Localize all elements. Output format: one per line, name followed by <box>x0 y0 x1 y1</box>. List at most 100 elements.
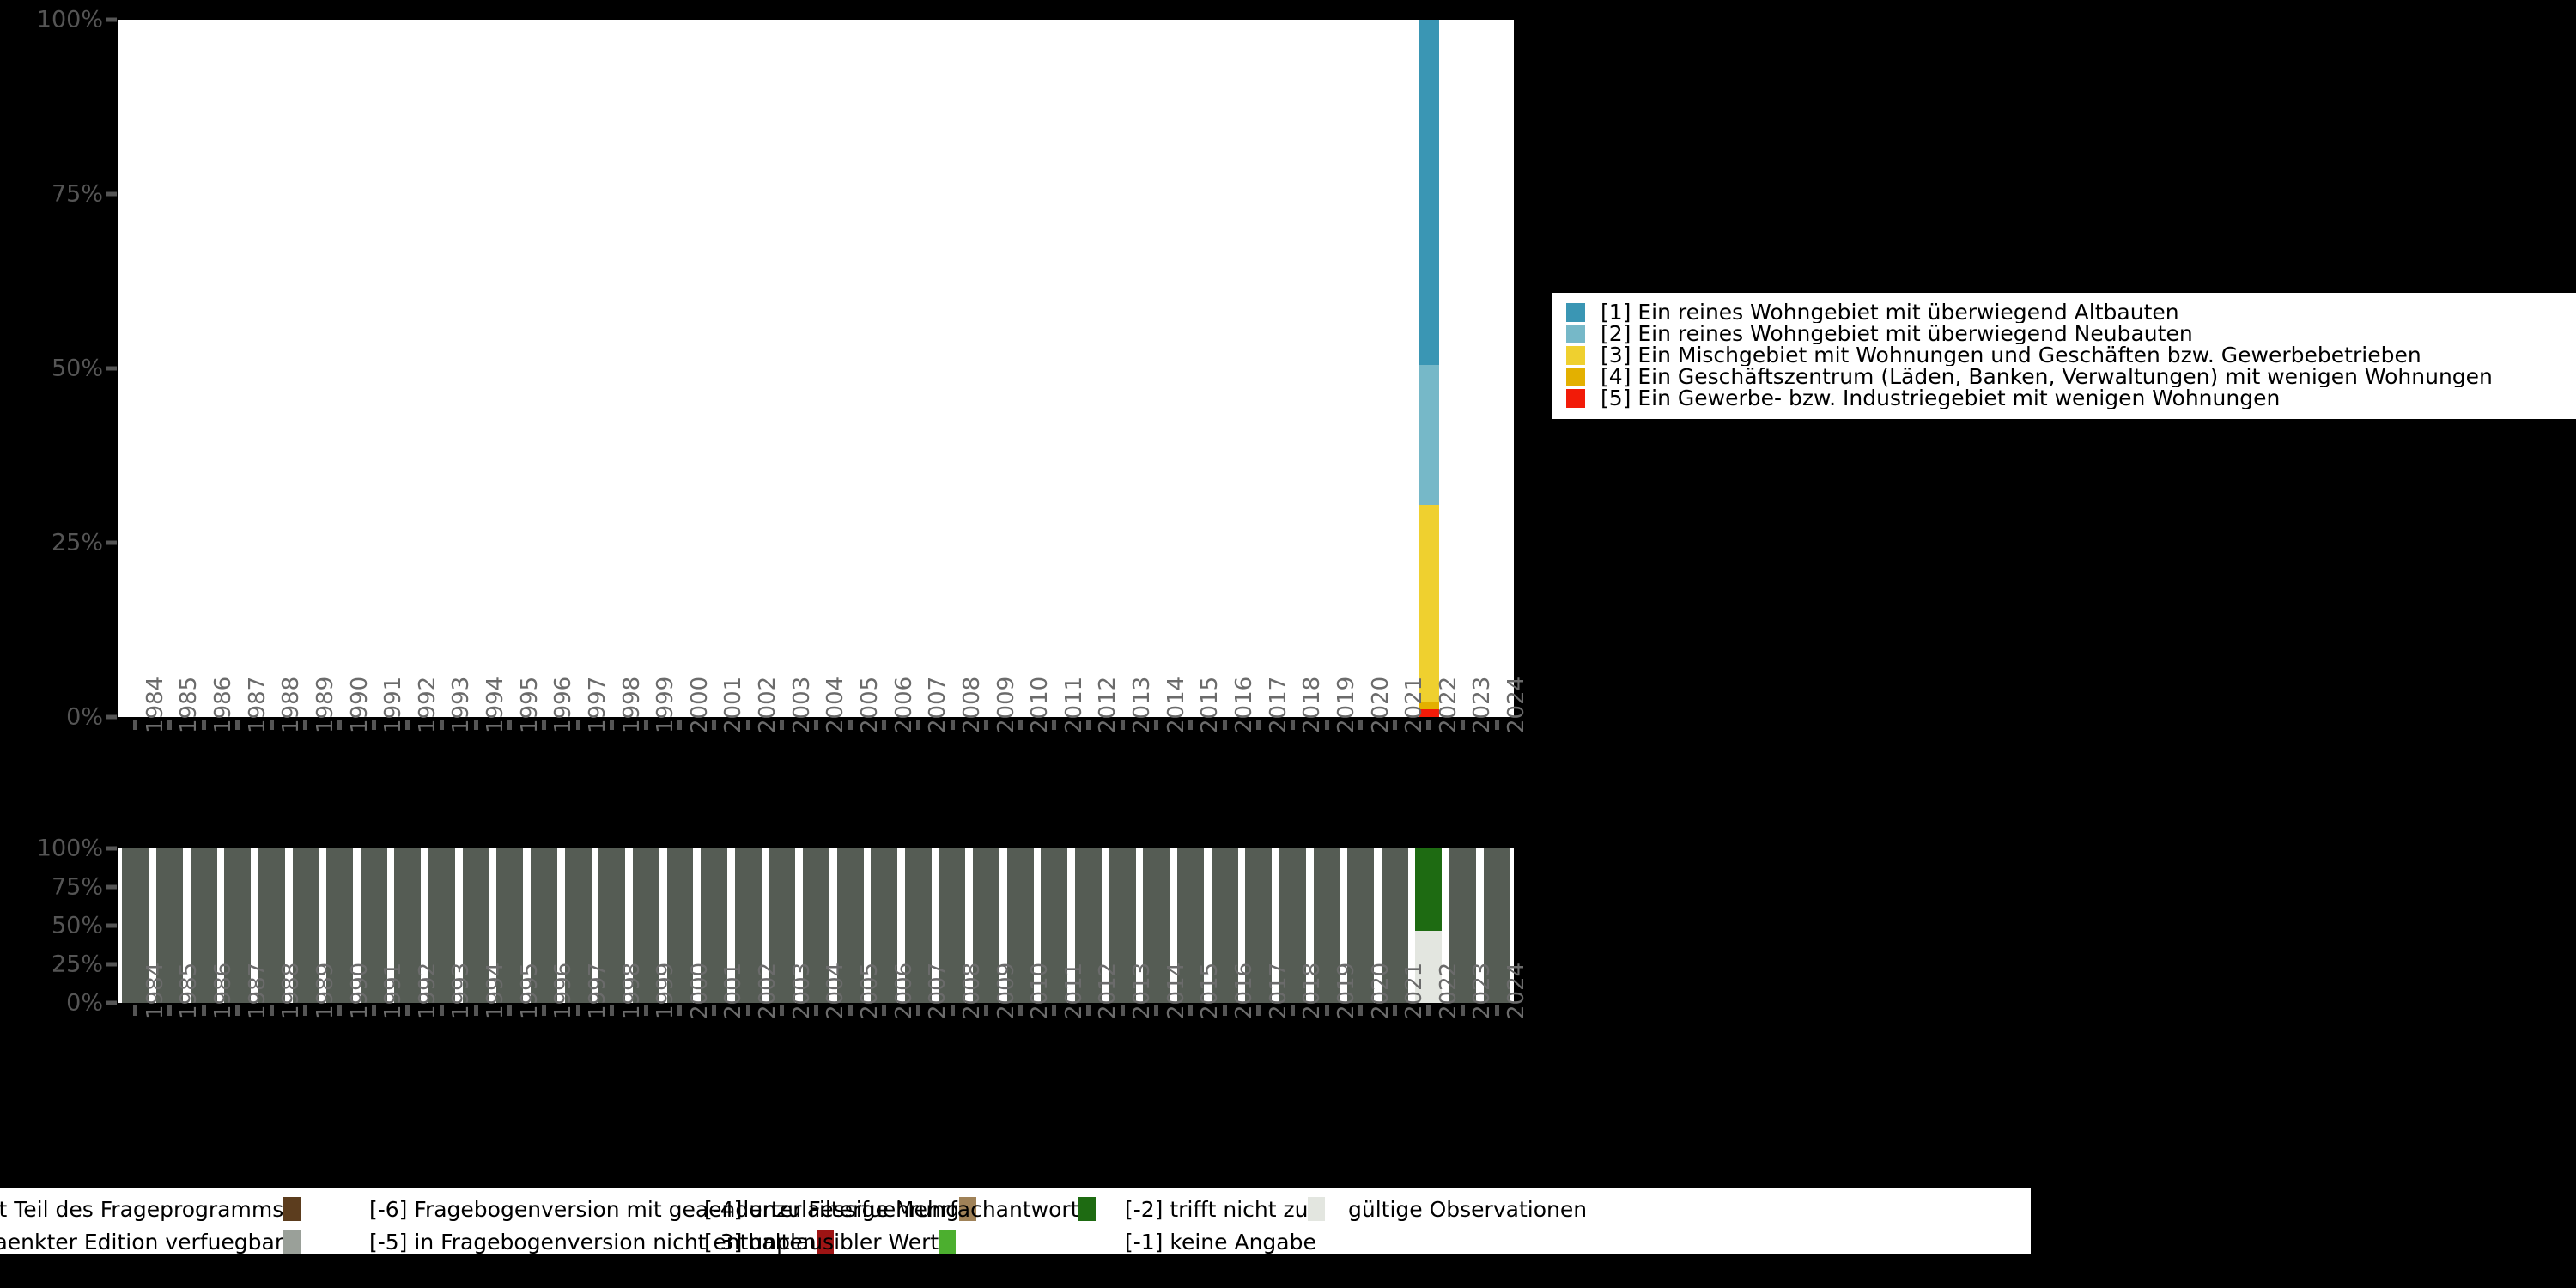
x-axis-tick-mark <box>371 1005 376 1016</box>
missing-legend-item-label: [-7] nur in weniger eingeschraenkter Edi… <box>0 1229 284 1255</box>
missing-codes-legend-row-1: [-8] Frage in diesem Jahr nicht Teil des… <box>0 1193 2031 1225</box>
x-axis-tick-label: 2002 <box>755 962 781 1019</box>
x-axis-tick-label: 2021 <box>1401 962 1428 1019</box>
y-axis-tick-label: 75% <box>51 180 103 208</box>
x-axis-tick-mark <box>950 1005 955 1016</box>
x-axis-tick-label: 1993 <box>448 676 475 733</box>
x-axis-tick-label: 2013 <box>1129 962 1156 1019</box>
x-axis-tick-mark <box>303 1005 308 1016</box>
x-axis-tick-label: 1989 <box>312 962 338 1019</box>
chart-bar <box>1279 848 1306 1003</box>
missing-legend-item-label: [-2] trifft nicht zu <box>1125 1196 1309 1222</box>
x-axis-tick-mark <box>610 720 615 730</box>
x-axis-tick-mark <box>712 720 717 730</box>
x-axis-tick-label: 2000 <box>686 676 713 733</box>
x-axis-tick-label: 1991 <box>380 676 407 733</box>
x-axis-tick-mark <box>984 720 989 730</box>
chart-bar-segment <box>803 848 829 1003</box>
x-axis-tick-label: 1987 <box>244 962 270 1019</box>
x-axis-tick-mark <box>814 720 818 730</box>
x-axis-tick-mark <box>780 1005 785 1016</box>
chart-bar <box>598 848 626 1003</box>
legend-swatch-value-4 <box>1566 367 1585 386</box>
chart-bar <box>904 848 932 1003</box>
missing-legend-item-label: [-5] in Fragebogenversion nicht enthalte… <box>369 1229 817 1255</box>
chart-bar-segment <box>1211 848 1238 1003</box>
x-axis-tick-label: 1988 <box>278 676 305 733</box>
x-axis-tick-mark <box>643 1005 648 1016</box>
x-axis-tick-label: 2023 <box>1469 676 1496 733</box>
chart-bar-segment <box>632 848 659 1003</box>
chart-bar-segment <box>1177 848 1204 1003</box>
y-axis-tick-mark <box>106 846 117 851</box>
chart-bar-segment <box>1418 505 1440 702</box>
legend-item-label: [2] Ein reines Wohngebiet mit überwiegen… <box>1601 323 2193 344</box>
missing-legend-swatch <box>283 1197 301 1221</box>
x-axis-tick-label: 2021 <box>1401 676 1428 733</box>
value-distribution-y-axis-labels: 100%75%50%25%0% <box>0 0 103 824</box>
x-axis-tick-label: 1988 <box>278 962 305 1019</box>
x-axis-tick-label: 1992 <box>414 676 440 733</box>
x-axis-tick-label: 1997 <box>584 962 611 1019</box>
x-axis-tick-label: 2009 <box>993 962 1019 1019</box>
chart-bar <box>1483 848 1510 1003</box>
chart-bar-segment <box>530 848 557 1003</box>
x-axis-tick-label: 2010 <box>1027 676 1054 733</box>
x-axis-tick-label: 2017 <box>1265 676 1291 733</box>
chart-bar-segment <box>292 848 319 1003</box>
missing-legend-item: [-8] Frage in diesem Jahr nicht Teil des… <box>0 1193 301 1225</box>
chart-bar-segment <box>1415 931 1443 1003</box>
x-axis-tick-mark <box>915 720 920 730</box>
chart-bar-segment <box>734 848 762 1003</box>
x-axis-tick-mark <box>848 1005 853 1016</box>
x-axis-tick-mark <box>440 720 445 730</box>
chart-bar <box>769 848 796 1003</box>
x-axis-tick-label: 1991 <box>380 962 407 1019</box>
missing-legend-swatch <box>283 1230 301 1254</box>
x-axis-tick-label: 2003 <box>788 676 815 733</box>
x-axis-tick-label: 2016 <box>1230 962 1257 1019</box>
x-axis-tick-mark <box>1154 1005 1159 1016</box>
value-distribution-y-axis-ticks <box>106 0 118 824</box>
x-axis-tick-label: 1992 <box>414 962 440 1019</box>
x-axis-tick-label: 2009 <box>993 676 1019 733</box>
x-axis-tick-label: 1986 <box>210 962 236 1019</box>
chart-bar-segment <box>1381 848 1408 1003</box>
x-axis-tick-mark <box>984 1005 989 1016</box>
chart-bar-segment <box>326 848 354 1003</box>
chart-bar-segment <box>1109 848 1136 1003</box>
chart-bar <box>530 848 557 1003</box>
missing-codes-legend-row-2: [-7] nur in weniger eingeschraenkter Edi… <box>0 1225 2031 1258</box>
x-axis-tick-mark <box>235 1005 240 1016</box>
chart-bar-segment <box>836 848 864 1003</box>
y-axis-tick-mark <box>106 923 117 928</box>
x-axis-tick-label: 1985 <box>176 962 203 1019</box>
chart-bar-segment <box>1418 20 1440 365</box>
x-axis-tick-mark <box>575 1005 580 1016</box>
x-axis-tick-mark <box>1324 1005 1329 1016</box>
x-axis-tick-mark <box>1256 1005 1261 1016</box>
x-axis-tick-label: 2018 <box>1299 962 1326 1019</box>
x-axis-tick-mark <box>1461 1005 1466 1016</box>
chart-bar <box>326 848 354 1003</box>
y-axis-tick-mark <box>106 366 117 371</box>
x-axis-tick-label: 2012 <box>1095 676 1121 733</box>
chart-bar-segment <box>1483 848 1510 1003</box>
chart-bar-segment <box>394 848 422 1003</box>
chart-bar-segment <box>904 848 932 1003</box>
x-axis-tick-label: 2004 <box>823 676 849 733</box>
x-axis-tick-mark <box>371 720 376 730</box>
x-axis-tick-label: 1997 <box>584 676 611 733</box>
chart-bar <box>258 848 285 1003</box>
chart-bar <box>496 848 524 1003</box>
x-axis-tick-mark <box>1290 720 1295 730</box>
missing-legend-item-label: [-8] Frage in diesem Jahr nicht Teil des… <box>0 1196 284 1222</box>
chart-bar <box>1109 848 1136 1003</box>
x-axis-tick-mark <box>1494 720 1499 730</box>
chart-bar <box>632 848 659 1003</box>
y-axis-tick-mark <box>106 540 117 545</box>
x-axis-tick-label: 2007 <box>925 676 951 733</box>
chart-bar <box>224 848 252 1003</box>
legend-swatch-value-3 <box>1566 345 1585 365</box>
chart-bar <box>292 848 319 1003</box>
